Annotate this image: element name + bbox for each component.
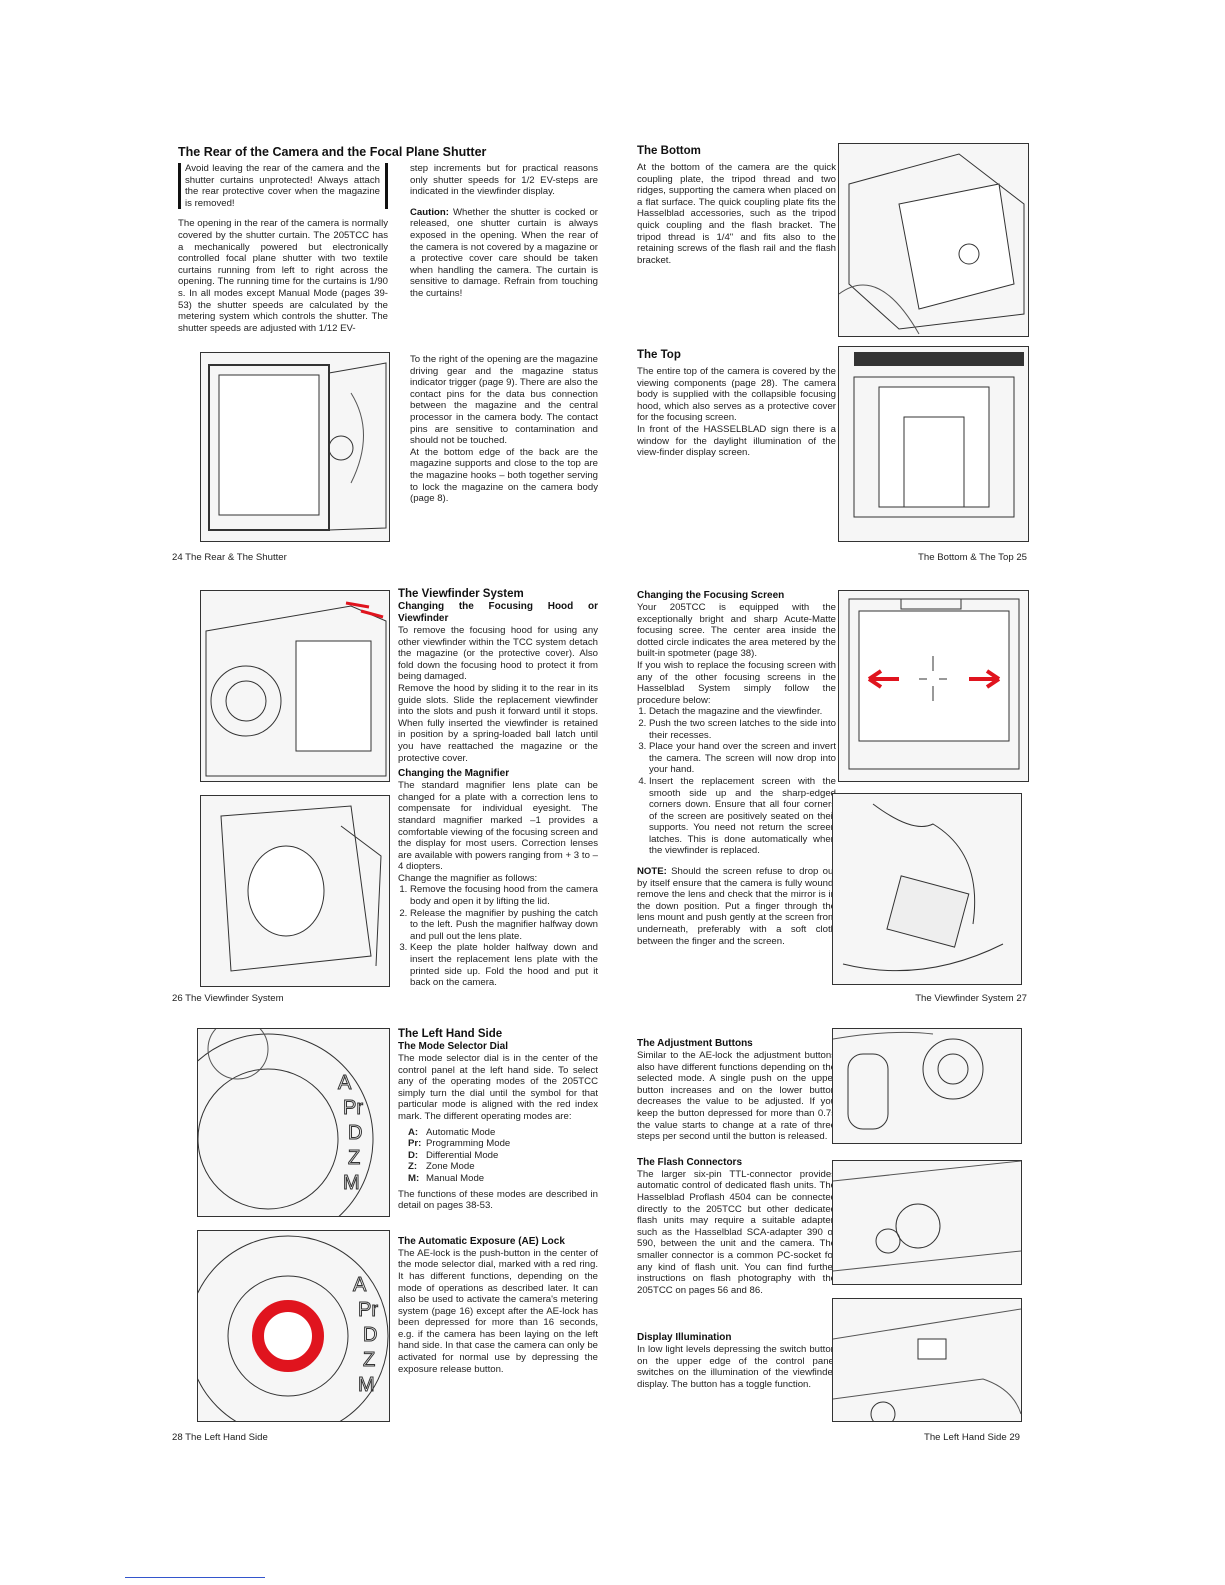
- paragraph: To the right of the opening are the maga…: [410, 354, 598, 447]
- dial-letter-m: M: [343, 1172, 360, 1194]
- subheading: Changing the Magnifier: [398, 768, 510, 780]
- display-switch-illustration: [832, 1298, 1022, 1422]
- mode-item: Z:Zone Mode: [408, 1161, 475, 1173]
- paragraph: At the bottom edge of the back are the m…: [410, 446, 598, 505]
- caution-text: Whether the shutter is cocked or release…: [410, 206, 598, 299]
- paragraph: The standard magnifier lens plate can be…: [398, 780, 598, 873]
- rear-col-2: step increments but for practical reason…: [410, 163, 598, 300]
- svg-text:D: D: [363, 1324, 377, 1346]
- link-underline: [125, 1577, 265, 1578]
- caution-label: Caution:: [410, 206, 449, 218]
- step: Insert the replacement screen with the s…: [649, 776, 836, 857]
- page-footer-27: The Viewfinder System 27: [915, 993, 1027, 1004]
- step: Keep the plate holder halfway down and i…: [410, 942, 598, 988]
- mode-list: A:Automatic Mode Pr:Programming Mode D:D…: [408, 1127, 598, 1185]
- note-label: NOTE:: [637, 866, 667, 878]
- page-footer-24: 24 The Rear & The Shutter: [172, 552, 287, 563]
- paragraph: The functions of these modes are describ…: [398, 1188, 598, 1212]
- rear-col-1: Avoid leaving the rear of the camera and…: [178, 163, 388, 334]
- paragraph: The mode selector dial is in the center …: [398, 1053, 598, 1122]
- paragraph: Your 205TCC is equipped with the excepti…: [637, 602, 836, 660]
- paragraph: The entire top of the camera is covered …: [637, 366, 836, 424]
- camera-top-illustration: [838, 346, 1029, 542]
- warning-box: Avoid leaving the rear of the camera and…: [178, 163, 388, 210]
- svg-text:A: A: [353, 1274, 367, 1296]
- section-title-left-hand-side: The Left Hand Side: [398, 1028, 503, 1040]
- svg-text:M: M: [358, 1374, 375, 1396]
- paragraph: In front of the HASSELBLAD sign there is…: [637, 423, 836, 459]
- paragraph: Similar to the AE-lock the adjustment bu…: [637, 1050, 836, 1143]
- paragraph: The AE-lock is the push-button in the ce…: [398, 1247, 598, 1375]
- paragraph: Change the magnifier as follows:: [398, 872, 538, 884]
- paragraph: The larger six-pin TTL-connector provide…: [637, 1168, 836, 1296]
- subheading: Changing the Focusing Hood or Viewfinder: [398, 601, 598, 624]
- magnifier-hood-illustration: [200, 795, 390, 987]
- step: Remove the focusing hood from the camera…: [410, 884, 598, 907]
- step: Push the two screen latches to the side …: [649, 718, 836, 741]
- mode-item: M:Manual Mode: [408, 1172, 485, 1184]
- dial-letter-z: Z: [348, 1147, 360, 1169]
- focusing-screen-illustration: [838, 590, 1029, 782]
- caution-paragraph: Caution: Whether the shutter is cocked o…: [410, 207, 598, 300]
- note-paragraph: NOTE: Should the screen refuse to drop o…: [637, 866, 836, 947]
- focusing-screen-col: Changing the Focusing Screen Your 205TCC…: [637, 590, 836, 947]
- svg-text:Pr: Pr: [358, 1299, 378, 1321]
- magnifier-steps: Remove the focusing hood from the camera…: [398, 884, 598, 988]
- paragraph: To remove the focusing hood for using an…: [398, 625, 598, 683]
- dial-letter-d: D: [348, 1122, 362, 1144]
- dial-letter-pr: Pr: [343, 1097, 363, 1119]
- camera-bottom-illustration: [838, 143, 1029, 337]
- mode-item: A:Automatic Mode: [408, 1126, 496, 1138]
- step: Place your hand over the screen and inve…: [649, 741, 836, 776]
- section-title-bottom: The Bottom: [637, 145, 701, 157]
- subheading: The Mode Selector Dial: [398, 1041, 509, 1052]
- subheading: The Automatic Exposure (AE) Lock: [398, 1235, 565, 1247]
- paragraph: If you wish to replace the focusing scre…: [637, 659, 836, 706]
- paragraph: At the bottom of the camera are the quic…: [637, 162, 836, 266]
- note-text: Should the screen refuse to drop out by …: [637, 866, 836, 947]
- page-footer-25: The Bottom & The Top 25: [918, 552, 1027, 563]
- mode-item: D:Differential Mode: [408, 1149, 499, 1161]
- paragraph: step increments but for practical reason…: [410, 163, 598, 198]
- step: Detach the magazine and the viewfinder.: [649, 706, 836, 718]
- left-side-col: The Left Hand Side The Mode Selector Dia…: [398, 1028, 598, 1375]
- adjustment-buttons-illustration: [832, 1028, 1022, 1144]
- paragraph: Remove the hood by sliding it to the rea…: [398, 682, 598, 764]
- bottom-section: The Bottom At the bottom of the camera a…: [637, 145, 836, 266]
- section-title-viewfinder: The Viewfinder System: [398, 588, 524, 600]
- screen-steps: Detach the magazine and the viewfinder. …: [637, 706, 836, 857]
- screen-in-hand-illustration: [832, 793, 1022, 985]
- subheading: The Flash Connectors: [637, 1156, 743, 1168]
- paragraph: The opening in the rear of the camera is…: [178, 218, 388, 334]
- flash-connectors-illustration: [832, 1160, 1022, 1285]
- buttons-col: The Adjustment Buttons Similar to the AE…: [637, 1038, 836, 1391]
- section-title-top: The Top: [637, 349, 681, 361]
- paragraph: In low light levels depressing the switc…: [637, 1344, 836, 1391]
- step: Release the magnifier by pushing the cat…: [410, 908, 598, 943]
- subheading: The Adjustment Buttons: [637, 1038, 753, 1049]
- rear-text-2: To the right of the opening are the maga…: [410, 354, 598, 505]
- section-title-rear: The Rear of the Camera and the Focal Pla…: [178, 145, 487, 159]
- page-footer-26: 26 The Viewfinder System: [172, 993, 284, 1004]
- viewfinder-col: The Viewfinder System Changing the Focus…: [398, 588, 598, 989]
- mode-item: Pr:Programming Mode: [408, 1138, 511, 1150]
- dial-letter-a: A: [338, 1072, 352, 1094]
- subheading: Display Illumination: [637, 1332, 732, 1344]
- svg-text:Z: Z: [363, 1349, 375, 1371]
- camera-rear-illustration: [200, 352, 390, 542]
- mode-dial-illustration: A Pr D Z M: [197, 1028, 390, 1217]
- page-footer-29: The Left Hand Side 29: [923, 1432, 1020, 1443]
- subheading: Changing the Focusing Screen: [637, 590, 785, 601]
- viewfinder-camera-illustration: [200, 590, 390, 782]
- page-footer-28: 28 The Left Hand Side: [172, 1432, 268, 1443]
- top-section: The Top The entire top of the camera is …: [637, 349, 836, 459]
